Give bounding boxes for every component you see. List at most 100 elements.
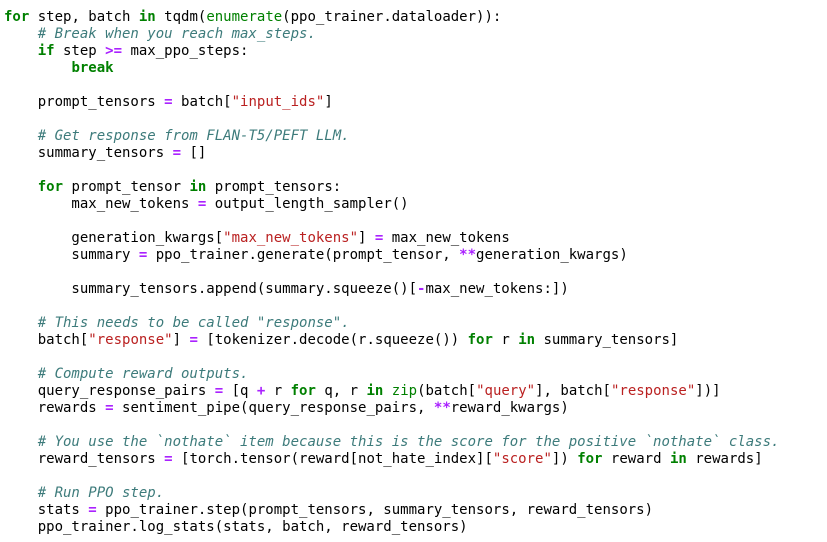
code-text xyxy=(383,383,391,399)
code-keyword: for xyxy=(467,332,493,348)
code-operator: >= xyxy=(105,43,123,59)
code-text: reward xyxy=(602,451,670,467)
code-builtin: zip xyxy=(391,383,418,399)
code-text: generation_kwargs[ xyxy=(4,230,224,246)
code-line: reward_tensors = [torch.tensor(reward[no… xyxy=(4,451,827,468)
code-text: prompt_tensor xyxy=(63,179,190,195)
code-text: summary_tensors.append(summary.squeeze()… xyxy=(4,281,418,297)
code-operator: = xyxy=(374,230,384,246)
code-text: prompt_tensors: xyxy=(206,179,342,195)
code-text: generation_kwargs) xyxy=(476,247,628,263)
code-comment: # You use the `nothate` item because thi… xyxy=(37,434,780,450)
code-text: reward_kwargs) xyxy=(450,400,569,416)
code-text: summary xyxy=(4,247,139,263)
code-string: "max_new_tokens" xyxy=(223,230,359,246)
code-line: break xyxy=(4,60,827,77)
code-keyword: in xyxy=(138,9,156,25)
code-text: ppo_trainer.step(prompt_tensors, summary… xyxy=(96,502,654,518)
code-text xyxy=(4,26,38,42)
code-text: ] xyxy=(358,230,375,246)
code-text: ppo_trainer.generate(prompt_tensor, xyxy=(147,247,460,263)
code-keyword: for xyxy=(37,179,64,195)
code-text: batch[ xyxy=(172,94,232,110)
code-text: summary_tensors xyxy=(4,145,173,161)
code-line: for step, batch in tqdm(enumerate(ppo_tr… xyxy=(4,9,827,26)
code-string: "response" xyxy=(610,383,696,399)
code-text: [] xyxy=(181,145,207,161)
code-line: ​ xyxy=(4,468,827,485)
code-keyword: in xyxy=(518,332,536,348)
code-line: batch["response"] = [tokenizer.decode(r.… xyxy=(4,332,827,349)
code-line: ​ xyxy=(4,111,827,128)
code-text xyxy=(4,179,38,195)
code-text: stats xyxy=(4,502,89,518)
code-keyword: in xyxy=(366,383,384,399)
code-text: rewards] xyxy=(686,451,763,467)
code-line: rewards = sentiment_pipe(query_response_… xyxy=(4,400,827,417)
code-operator: = xyxy=(88,502,97,518)
code-comment: # Compute reward outputs. xyxy=(37,366,249,382)
code-line: if step >= max_ppo_steps: xyxy=(4,43,827,60)
code-text: r xyxy=(492,332,519,348)
code-text xyxy=(4,485,38,501)
code-text: max_ppo_steps: xyxy=(122,43,249,59)
code-text: output_length_sampler() xyxy=(206,196,409,212)
code-text: max_new_tokens xyxy=(4,196,198,212)
code-line: ​ xyxy=(4,162,827,179)
code-string: "response" xyxy=(88,332,173,348)
code-text: batch[ xyxy=(4,332,89,348)
code-text xyxy=(4,128,38,144)
code-keyword: in xyxy=(669,451,687,467)
code-operator: - xyxy=(417,281,426,297)
code-operator: = xyxy=(197,196,207,212)
code-line: max_new_tokens = output_length_sampler() xyxy=(4,196,827,213)
code-text: query_response_pairs xyxy=(4,383,215,399)
code-line: # Run PPO step. xyxy=(4,485,827,502)
code-text: prompt_tensors xyxy=(4,94,165,110)
code-operator: = xyxy=(138,247,148,263)
code-block[interactable]: for step, batch in tqdm(enumerate(ppo_tr… xyxy=(4,9,827,536)
code-keyword: in xyxy=(189,179,207,195)
code-text: q, r xyxy=(315,383,367,399)
code-text: ppo_trainer.log_stats(stats, batch, rewa… xyxy=(4,519,468,535)
code-text: rewards xyxy=(4,400,106,416)
code-text xyxy=(4,60,71,76)
code-line: # This needs to be called "response". xyxy=(4,315,827,332)
code-keyword: for xyxy=(577,451,603,467)
code-operator: = xyxy=(164,451,173,467)
code-operator: + xyxy=(256,383,266,399)
code-text: [torch.tensor(reward[not_hate_index][ xyxy=(172,451,493,467)
code-line: # Get response from FLAN-T5/PEFT LLM. xyxy=(4,128,827,145)
code-line: prompt_tensors = batch["input_ids"] xyxy=(4,94,827,111)
code-text xyxy=(4,43,38,59)
code-text: ])] xyxy=(695,383,721,399)
code-keyword: if xyxy=(37,43,55,59)
code-string: "score" xyxy=(492,451,552,467)
code-comment: # This needs to be called "response". xyxy=(37,315,350,331)
code-string: "input_ids" xyxy=(231,94,325,110)
code-keyword: break xyxy=(71,60,114,76)
code-operator: = xyxy=(105,400,114,416)
code-text: summary_tensors] xyxy=(535,332,679,348)
code-line: query_response_pairs = [q + r for q, r i… xyxy=(4,383,827,400)
code-line: ​ xyxy=(4,349,827,366)
code-line: summary = ppo_trainer.generate(prompt_te… xyxy=(4,247,827,264)
code-operator: ** xyxy=(459,247,477,263)
code-text xyxy=(4,434,38,450)
code-text: ], batch[ xyxy=(535,383,611,399)
code-line: ​ xyxy=(4,77,827,94)
code-builtin: enumerate xyxy=(206,9,283,25)
code-keyword: for xyxy=(4,9,30,25)
code-line: ​ xyxy=(4,264,827,281)
code-text: sentiment_pipe(query_response_pairs, xyxy=(113,400,434,416)
code-operator: = xyxy=(164,94,173,110)
code-line: summary_tensors = [] xyxy=(4,145,827,162)
code-text xyxy=(4,315,38,331)
code-operator: ** xyxy=(433,400,451,416)
code-text: step xyxy=(54,43,106,59)
code-line: ppo_trainer.log_stats(stats, batch, rewa… xyxy=(4,519,827,536)
code-line: # You use the `nothate` item because thi… xyxy=(4,434,827,451)
code-string: "query" xyxy=(476,383,536,399)
code-text: r xyxy=(265,383,291,399)
code-comment: # Run PPO step. xyxy=(37,485,165,501)
